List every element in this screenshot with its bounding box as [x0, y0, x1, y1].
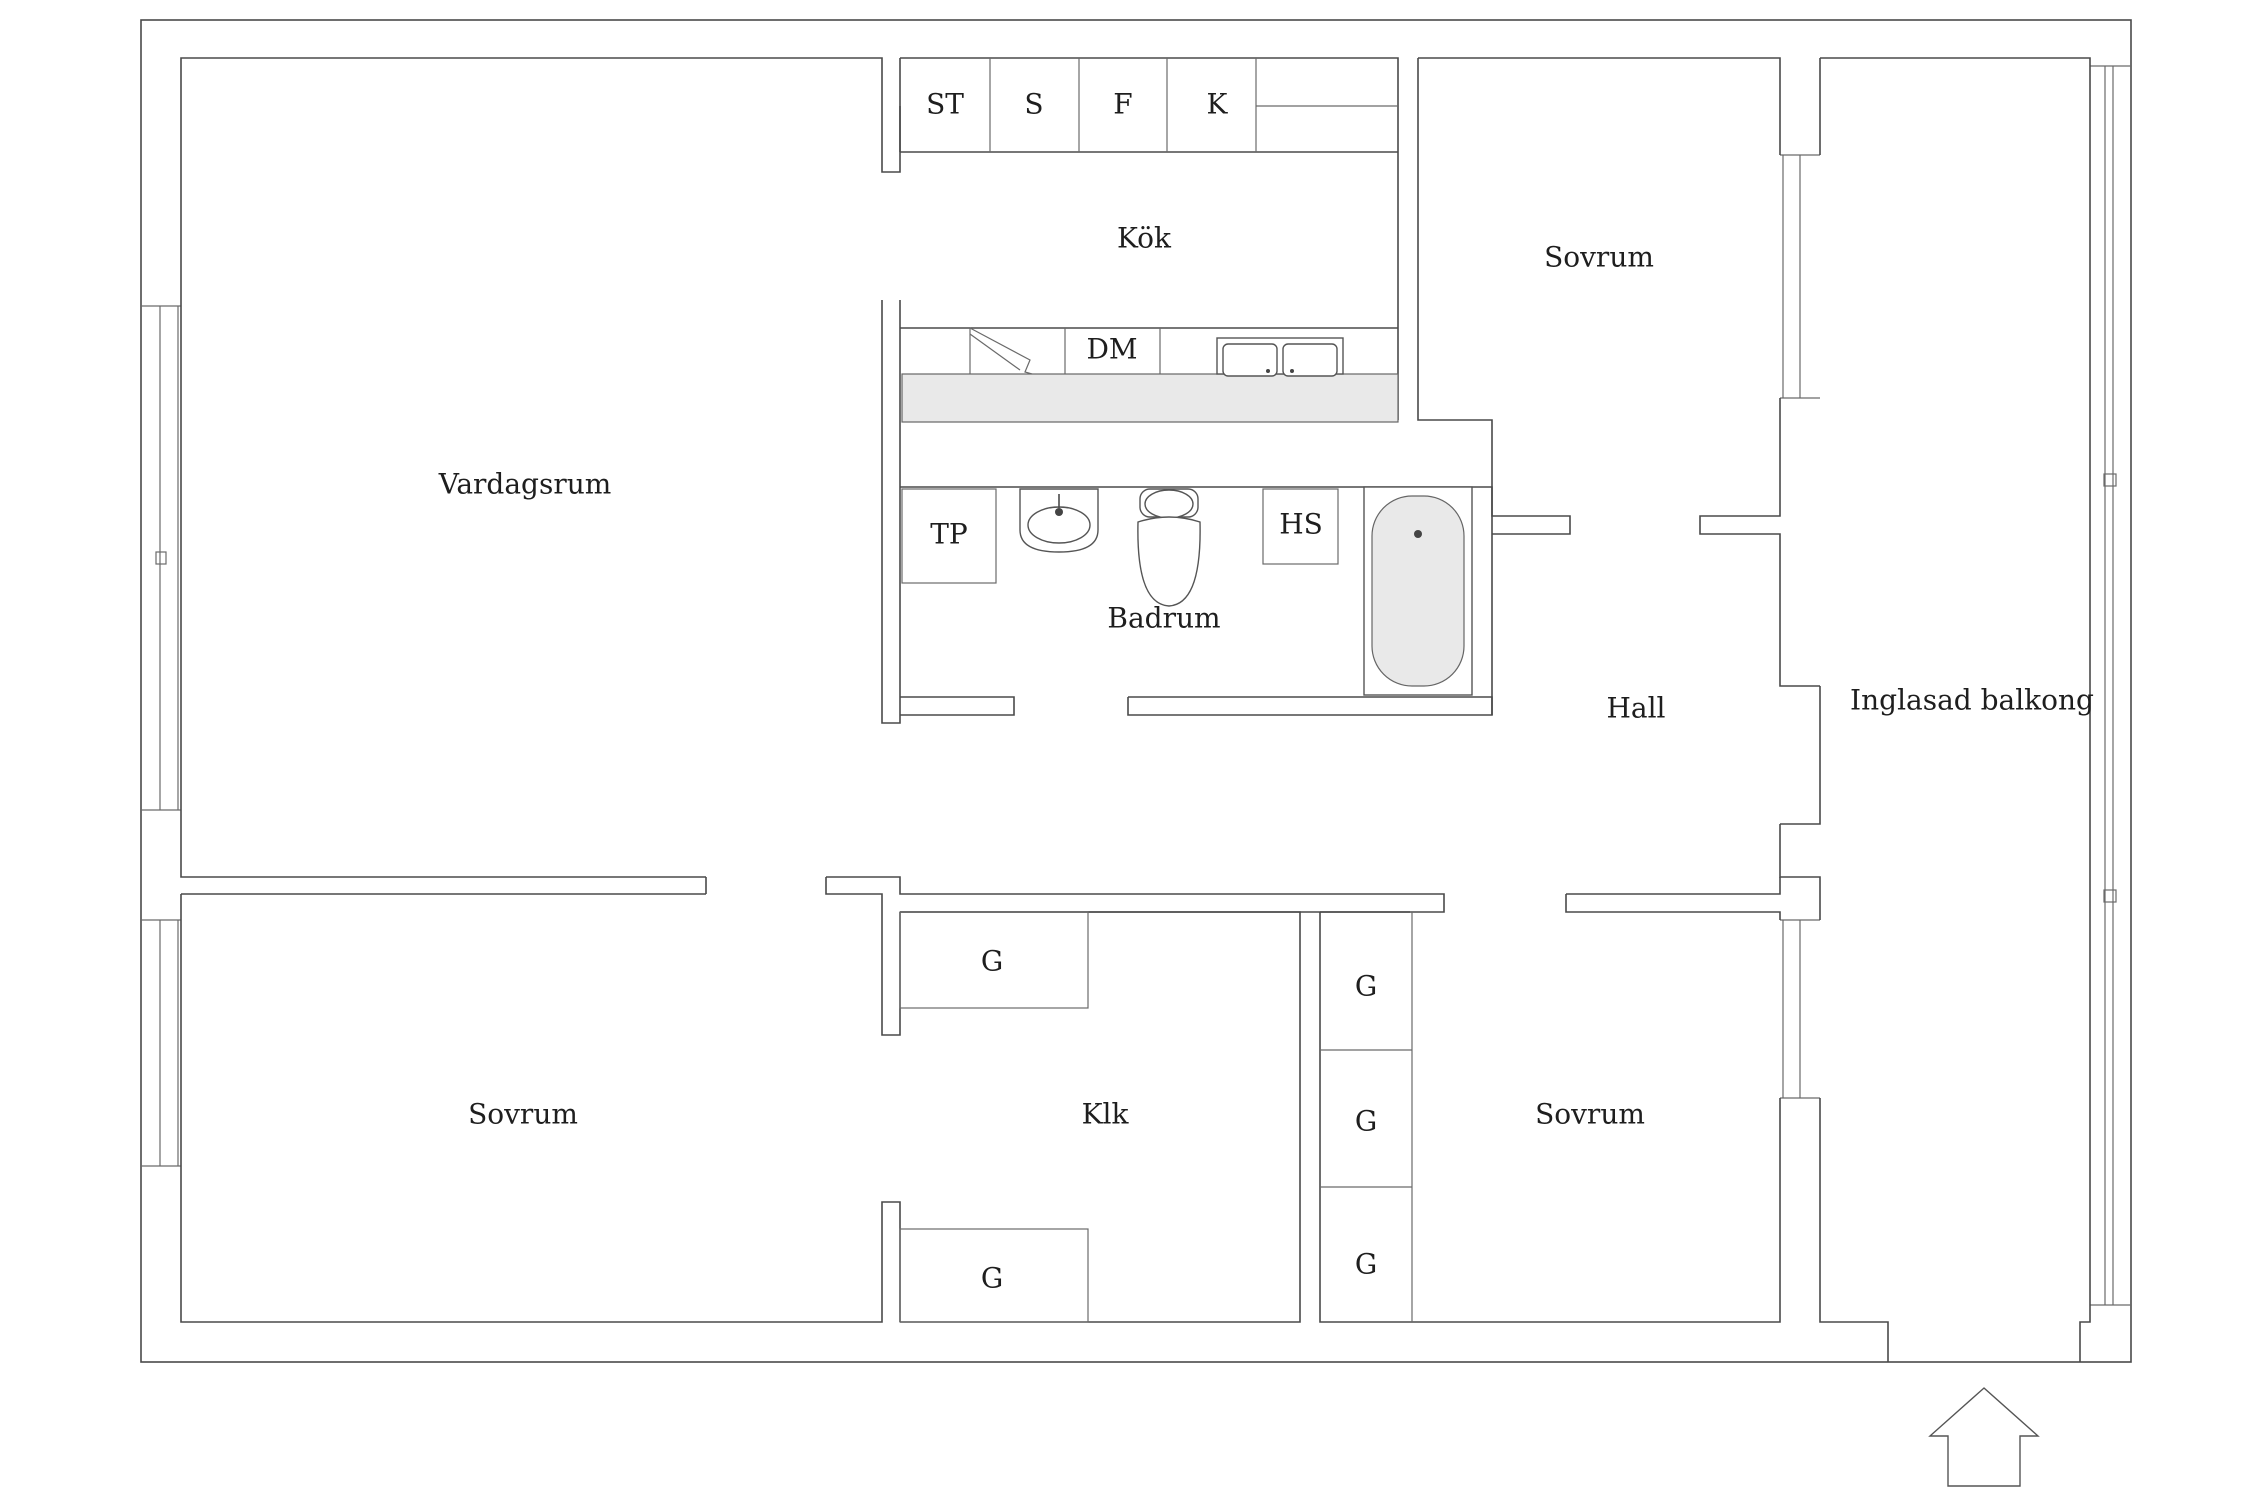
closet-g1: G	[981, 945, 1003, 978]
room-label-balkong: Inglasad balkong	[1850, 684, 2094, 717]
closet-g4: G	[1355, 1105, 1377, 1138]
room-sovrum-top: Sovrum	[1417, 57, 1820, 687]
appliance-st: ST	[926, 88, 964, 121]
room-label-klk: Klk	[1082, 1098, 1130, 1131]
closet-g3: G	[1355, 970, 1377, 1003]
room-kok: ST S F K Kök DM	[881, 57, 1399, 724]
hall-south-wall	[825, 876, 1781, 1036]
appliance-k: K	[1207, 88, 1229, 121]
appliance-f: F	[1113, 88, 1132, 121]
room-balkong: Inglasad balkong	[1819, 57, 2094, 1362]
kitchen-counter	[901, 373, 1399, 423]
room-sovrum-bottom-right: G G G Sovrum	[1319, 911, 1781, 1323]
room-label-kok: Kök	[1117, 222, 1172, 255]
room-label-sovrum-top: Sovrum	[1544, 241, 1654, 274]
room-label-hall: Hall	[1606, 692, 1665, 725]
room-label-badrum: Badrum	[1107, 602, 1220, 635]
bathtub-icon	[1363, 486, 1473, 696]
sink-icon	[1216, 337, 1344, 377]
room-hall: Hall	[1606, 686, 1821, 920]
appliance-s: S	[1024, 88, 1043, 121]
closet-g5: G	[1355, 1248, 1377, 1281]
outer-walls	[140, 19, 2132, 1363]
room-badrum: TP HS Badrum	[900, 486, 1493, 716]
appliance-hs: HS	[1279, 508, 1323, 541]
room-sovrum-bottom-left: Sovrum	[180, 894, 901, 1323]
appliance-tp: TP	[930, 518, 968, 551]
toilet-icon	[1137, 488, 1201, 607]
windows	[141, 65, 2131, 1306]
closet-g2: G	[981, 1262, 1003, 1295]
stove-icon	[969, 327, 1033, 375]
washbasin-icon	[1019, 488, 1099, 553]
entrance-arrow-icon	[1928, 1387, 2040, 1487]
room-label-vardagsrum: Vardagsrum	[438, 468, 612, 501]
room-label-sovrum-bottom-left: Sovrum	[468, 1098, 578, 1131]
appliance-dm: DM	[1086, 333, 1137, 366]
room-vardagsrum: Vardagsrum	[180, 57, 901, 895]
room-klk: G G Klk	[899, 911, 1301, 1323]
room-label-sovrum-bottom-right: Sovrum	[1535, 1098, 1645, 1131]
